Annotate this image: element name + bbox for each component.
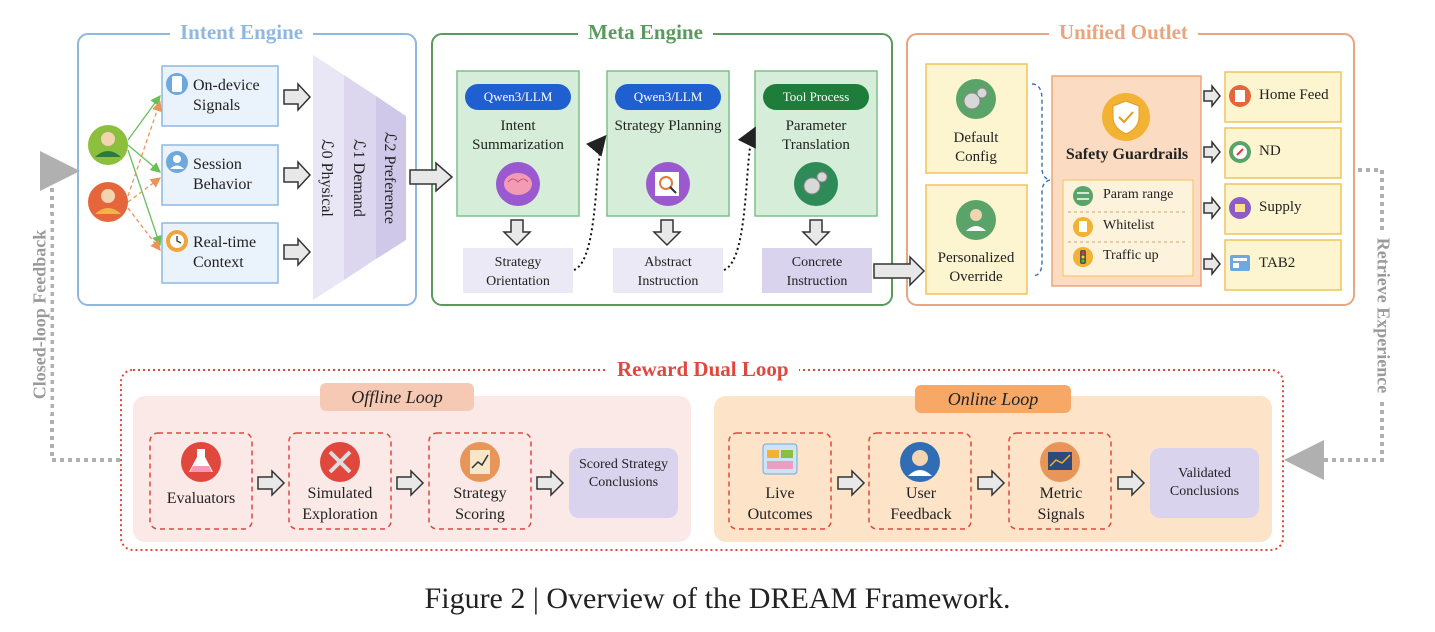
- meta-stage-label-2: Strategy Planning: [614, 118, 722, 134]
- reward-loop-frame: [120, 369, 1284, 551]
- magnifier-icon: [646, 162, 690, 206]
- meta-engine-title: Meta Engine: [578, 20, 713, 45]
- user-feedback-icon: [900, 442, 940, 482]
- input-real-time-context: Real-time Context: [193, 234, 257, 271]
- figure-caption: Figure 2 | Overview of the DREAM Framewo…: [424, 582, 1011, 615]
- online-step-3: Metric Signals: [1037, 485, 1085, 523]
- gears-icon: [794, 162, 838, 206]
- offline-loop-title: Offline Loop: [320, 383, 474, 411]
- layer-l1-shape: [344, 75, 376, 280]
- target-supply: Supply: [1259, 199, 1302, 215]
- input-on-device-signals: On-device Signals: [193, 77, 260, 114]
- scoring-board-icon: [460, 442, 500, 482]
- retrieve-experience-label: Retrieve Experience: [1372, 230, 1394, 401]
- brain-icon: [496, 162, 540, 206]
- meta-stage-label-3: Parameter Translation: [782, 118, 850, 153]
- traffic-light-icon: [1073, 247, 1093, 267]
- layer-l2-shape: [376, 96, 406, 259]
- offline-result: Scored Strategy Conclusions: [578, 457, 669, 490]
- compass-icon: [1229, 141, 1251, 163]
- online-step-2: User Feedback: [890, 485, 952, 523]
- layer-l0-label: ℒ0 Physical: [318, 139, 335, 217]
- dashboard-icon: [762, 443, 798, 475]
- phone-icon: [166, 73, 188, 95]
- meta-output-2: Abstract Instruction: [637, 255, 699, 289]
- guardrail-item-1: Param range: [1103, 187, 1174, 202]
- person-gear-icon: [956, 200, 996, 240]
- layer-l0-shape: [313, 55, 344, 300]
- tab-icon: [1230, 255, 1250, 271]
- clipboard-icon: [1073, 217, 1093, 237]
- reward-loop-title: Reward Dual Loop: [607, 357, 799, 382]
- meta-pill-1: Qwen3/LLM: [465, 84, 571, 110]
- online-loop-title: Online Loop: [915, 385, 1071, 413]
- offline-step-1: Evaluators: [166, 490, 236, 507]
- online-loop-bg: [714, 396, 1272, 542]
- meta-pill-2: Qwen3/LLM: [615, 84, 721, 110]
- guardrail-item-3: Traffic up: [1103, 248, 1159, 263]
- meta-stage-label-1: Intent Summarization: [472, 118, 564, 153]
- home-feed-icon: [1229, 85, 1251, 107]
- closed-loop-feedback-label: Closed-loop Feedback: [29, 214, 51, 415]
- metric-chart-icon: [1040, 442, 1080, 482]
- shield-icon: [1102, 93, 1150, 141]
- meta-pill-3: Tool Process: [763, 84, 869, 110]
- meta-output-3: Concrete Instruction: [786, 255, 848, 289]
- meta-output-1: Strategy Orientation: [486, 255, 550, 289]
- layer-l1-label: ℒ1 Demand: [350, 139, 367, 217]
- default-config-label: Default Config: [953, 130, 999, 165]
- user-icon: [166, 151, 188, 173]
- guardrail-item-2: Whitelist: [1103, 218, 1155, 233]
- target-home-feed: Home Feed: [1259, 87, 1329, 103]
- unified-outlet-title: Unified Outlet: [1049, 20, 1198, 45]
- input-session-behavior: Session Behavior: [193, 156, 252, 193]
- offline-step-3: Strategy Scoring: [453, 485, 507, 523]
- offline-loop-bg: [133, 396, 691, 542]
- flask-icon: [181, 442, 221, 482]
- tools-icon: [320, 442, 360, 482]
- online-result: Validated Conclusions: [1169, 466, 1240, 499]
- target-nd: ND: [1259, 143, 1281, 159]
- personalized-override-label: Personalized Override: [937, 250, 1015, 285]
- supply-icon: [1229, 197, 1251, 219]
- sliders-icon: [1073, 186, 1093, 206]
- online-step-1: Live Outcomes: [747, 485, 813, 523]
- layer-l2-label: ℒ2 Preference: [381, 132, 398, 224]
- closed-loop-feedback-path: [40, 151, 120, 462]
- offline-step-2: Simulated Exploration: [302, 485, 378, 523]
- gears-icon: [956, 79, 996, 119]
- guardrails-title: Safety Guardrails: [1065, 146, 1189, 163]
- target-tab2: TAB2: [1259, 255, 1296, 271]
- clock-icon: [166, 230, 188, 252]
- intent-engine-title: Intent Engine: [170, 20, 314, 45]
